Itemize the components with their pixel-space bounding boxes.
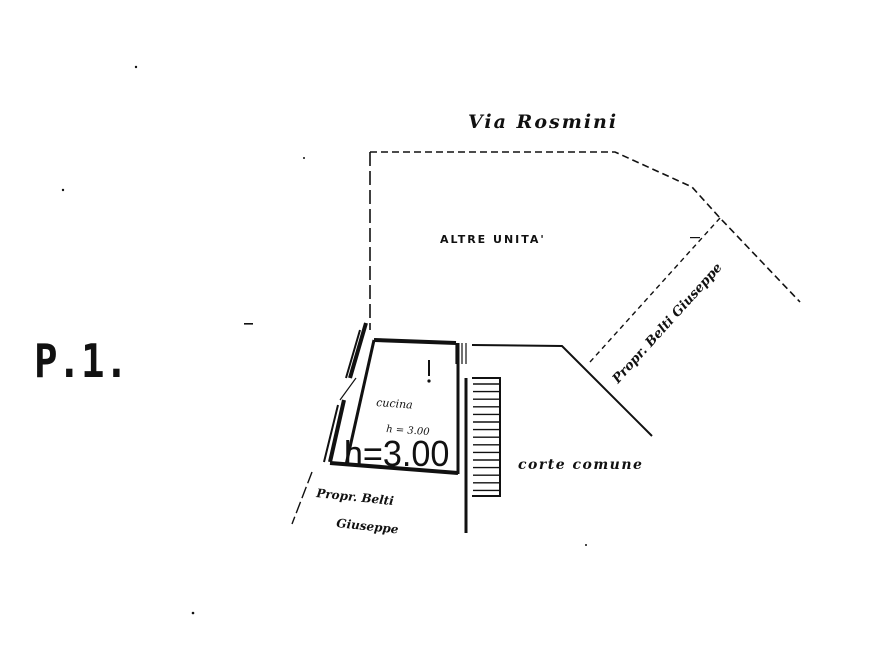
kitchen-height-small: h = 3.00 bbox=[386, 424, 431, 438]
stair-steps bbox=[473, 383, 499, 492]
courtyard-label: corte comune bbox=[518, 457, 643, 473]
floor-label: P.1. bbox=[34, 335, 128, 389]
owner-left-line1: Propr. Belti bbox=[315, 486, 395, 508]
kitchen-height-large: h=3.00 bbox=[344, 434, 450, 474]
other-units-boundary bbox=[369, 151, 801, 363]
left-boundary bbox=[291, 471, 313, 525]
other-units-label: ALTRE UNITA' bbox=[440, 233, 546, 246]
kitchen-room bbox=[323, 322, 463, 475]
stair-walls bbox=[464, 343, 653, 533]
owner-right-label: Propr. Belti Giuseppe bbox=[609, 260, 725, 387]
kitchen-label: cucina bbox=[376, 396, 413, 412]
owner-left-line2: Giuseppe bbox=[336, 516, 400, 536]
scan-specks bbox=[61, 65, 700, 615]
street-label: Via Rosmini bbox=[468, 111, 618, 133]
